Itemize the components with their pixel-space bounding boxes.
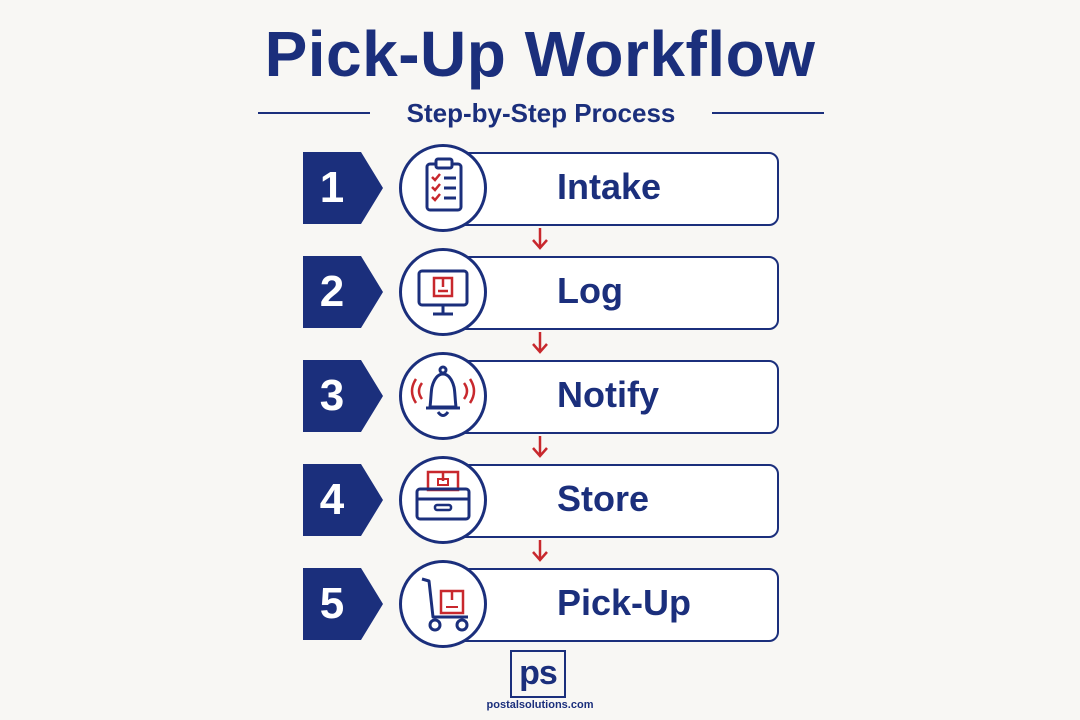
step-number: 5 (319, 579, 345, 628)
step-number-badge: 2 (303, 256, 385, 328)
step-pick-up: 5 Pick-Up (303, 560, 783, 648)
logo-caption: postalsolutions.com (486, 699, 594, 711)
subtitle-divider-left (258, 112, 370, 114)
bell-ringing-icon (399, 352, 487, 440)
step-box (443, 152, 779, 226)
step-box (443, 256, 779, 330)
down-arrow-icon (532, 228, 548, 250)
down-arrow-icon (532, 540, 548, 562)
step-number: 3 (319, 371, 345, 420)
step-label: Pick-Up (557, 582, 692, 623)
step-number-badge: 4 (303, 464, 385, 536)
step-number-badge: 3 (303, 360, 385, 432)
step-log: 2 Log (303, 248, 783, 336)
down-arrow-icon (532, 436, 548, 458)
step-label: Store (557, 478, 650, 519)
hand-truck-icon (399, 560, 487, 648)
step-box (443, 360, 779, 434)
step-number: 1 (319, 163, 345, 212)
step-label: Log (557, 270, 623, 311)
step-notify: 3 Notify (303, 352, 783, 440)
step-store: 4 Store (303, 456, 783, 544)
step-number-badge: 1 (303, 152, 385, 224)
step-number: 4 (319, 475, 345, 524)
postal-solutions-logo: ps (510, 650, 566, 698)
step-label: Intake (557, 166, 662, 207)
clipboard-checklist-icon (399, 144, 487, 232)
step-intake: 1 Intake (303, 144, 783, 232)
step-box (443, 568, 779, 642)
step-box (443, 464, 779, 538)
down-arrow-icon (532, 332, 548, 354)
step-number: 2 (319, 267, 345, 316)
page-title: Pick-Up Workflow (264, 18, 816, 90)
step-number-badge: 5 (303, 568, 385, 640)
subtitle: Step-by-Step Process (406, 98, 676, 128)
subtitle-divider-right (712, 112, 824, 114)
monitor-package-icon (399, 248, 487, 336)
step-label: Notify (557, 374, 659, 415)
logo-mark: ps (519, 654, 558, 692)
subtitle-row: Step-by-Step Process (258, 96, 824, 130)
storage-drawer-icon (399, 456, 487, 544)
